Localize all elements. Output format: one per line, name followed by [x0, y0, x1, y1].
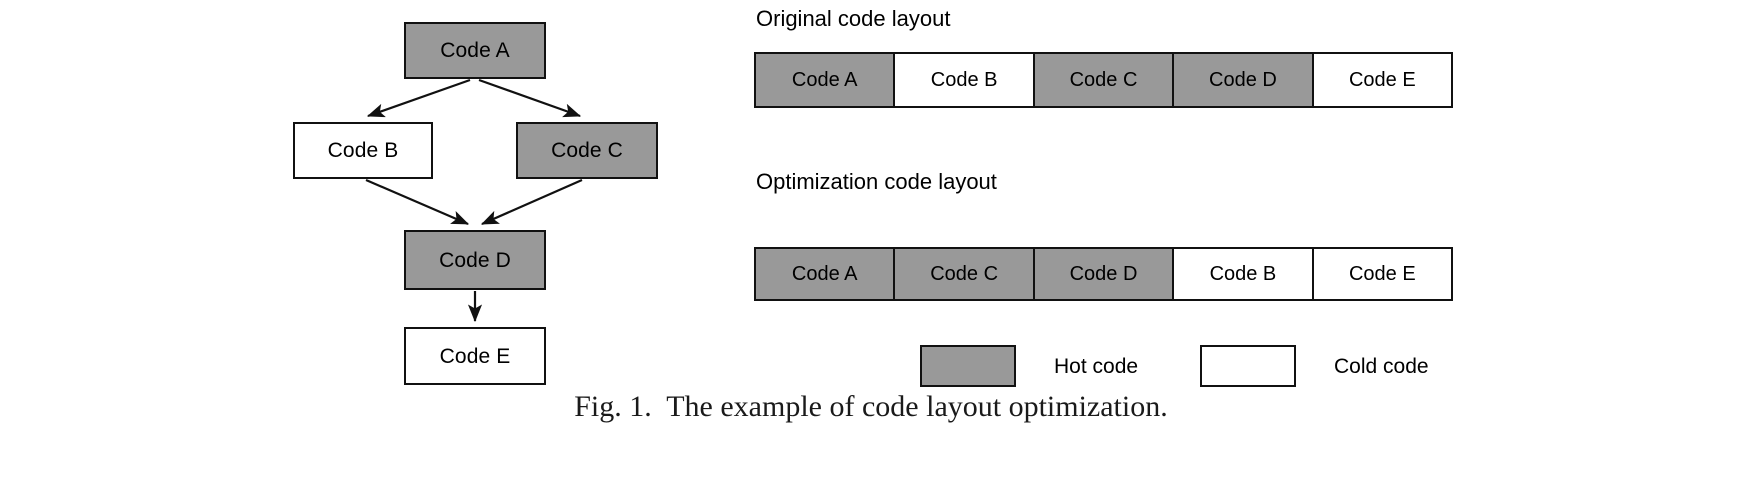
- legend: Hot code Cold code: [754, 343, 1454, 389]
- flow-node-code-d[interactable]: Code D: [404, 230, 546, 290]
- original-cell-code-c-label: Code C: [1069, 69, 1138, 91]
- optimization-cell-code-b-label: Code B: [1209, 263, 1277, 285]
- original-cell-code-a[interactable]: Code A: [754, 52, 896, 108]
- flow-node-code-b[interactable]: Code B: [293, 122, 433, 179]
- figure-caption: Fig. 1. The example of code layout optim…: [574, 390, 1168, 423]
- optimization-cell-code-a[interactable]: Code A: [754, 247, 896, 301]
- flow-node-code-d-label: Code D: [439, 248, 511, 272]
- legend-label-hot-code: Hot code: [1054, 354, 1139, 378]
- original-cell-code-a-label: Code A: [791, 69, 858, 91]
- optimization-cell-code-d-label: Code D: [1069, 263, 1138, 285]
- original-layout-bar: Code A Code B Code C Code D Code E: [754, 52, 1454, 108]
- original-cell-code-d[interactable]: Code D: [1172, 52, 1314, 108]
- optimization-cell-code-c-label: Code C: [930, 263, 999, 285]
- flow-node-code-a[interactable]: Code A: [404, 22, 546, 79]
- legend-entry-cold-code: Cold code: [1200, 343, 1429, 389]
- original-cell-code-e-label: Code E: [1348, 69, 1416, 91]
- original-cell-code-c[interactable]: Code C: [1032, 52, 1175, 108]
- flowchart-edges: [365, 78, 583, 323]
- legend-swatch-hot-icon: [920, 345, 1016, 387]
- legend-label-cold-code: Cold code: [1334, 354, 1429, 378]
- flow-node-code-b-label: Code B: [327, 139, 399, 162]
- edge-code-c-to-code-d: [480, 178, 583, 226]
- optimization-cell-code-b[interactable]: Code B: [1172, 247, 1314, 301]
- layouts-panel: Original code layout Code A Code B Code …: [754, 6, 1454, 389]
- flow-node-code-a-label: Code A: [440, 39, 510, 62]
- edge-code-b-to-code-d: [365, 178, 470, 226]
- original-cell-code-b-label: Code B: [930, 69, 998, 91]
- original-cell-code-e[interactable]: Code E: [1311, 52, 1454, 108]
- optimization-cell-code-a-label: Code A: [791, 263, 858, 285]
- flowchart-panel: Code A Code B Code C Code D Code E: [0, 0, 700, 400]
- edge-code-a-to-code-b: [366, 78, 471, 118]
- legend-entry-hot-code: Hot code: [920, 343, 1138, 389]
- original-cell-code-d-label: Code D: [1209, 69, 1277, 91]
- flow-node-code-e-label: Code E: [439, 344, 511, 368]
- flow-node-code-e[interactable]: Code E: [404, 327, 546, 385]
- legend-swatch-cold-icon: [1200, 345, 1296, 387]
- optimization-cell-code-e[interactable]: Code E: [1311, 247, 1454, 301]
- optimization-layout-heading: Optimization code layout: [756, 169, 997, 194]
- optimization-layout-bar: Code A Code C Code D Code B Code E: [754, 247, 1454, 301]
- original-cell-code-b[interactable]: Code B: [893, 52, 1035, 108]
- optimization-cell-code-c[interactable]: Code C: [893, 247, 1035, 301]
- edge-code-a-to-code-c: [478, 78, 582, 118]
- flow-node-code-c-label: Code C: [551, 139, 623, 162]
- original-layout-heading: Original code layout: [756, 6, 951, 31]
- optimization-cell-code-e-label: Code E: [1348, 263, 1416, 285]
- optimization-cell-code-d[interactable]: Code D: [1032, 247, 1175, 301]
- flow-node-code-c[interactable]: Code C: [516, 122, 658, 179]
